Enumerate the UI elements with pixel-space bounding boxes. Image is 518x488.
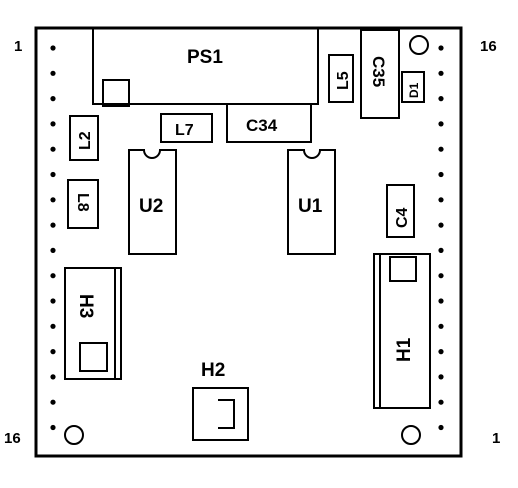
right-pin-dot-13 bbox=[438, 349, 444, 355]
right-pin-dot-11 bbox=[438, 298, 444, 304]
right-pin-dot-15 bbox=[438, 399, 444, 405]
ps1-pin1-pad bbox=[102, 79, 130, 107]
left-pin-dot-4 bbox=[50, 121, 56, 127]
h2-header: H2 bbox=[192, 360, 249, 441]
left-pin-dot-9 bbox=[50, 247, 56, 253]
left-pin-dot-6 bbox=[50, 171, 56, 178]
left-pin-dot-13 bbox=[50, 349, 56, 355]
c35-label: C35 bbox=[369, 56, 388, 87]
pin-label-bottom-left: 16 bbox=[4, 430, 21, 447]
pin-label-top-right: 16 bbox=[480, 38, 497, 55]
right-pin-dot-2 bbox=[438, 70, 444, 76]
c34-label: C34 bbox=[246, 116, 278, 135]
l5-outline bbox=[328, 54, 354, 103]
right-pin-dot-4 bbox=[438, 121, 444, 127]
u1-ic-package: U1 bbox=[287, 149, 336, 255]
right-pin-dot-16 bbox=[438, 424, 444, 431]
h3-pin1-pad bbox=[79, 342, 108, 372]
left-pin-dot-14 bbox=[50, 374, 56, 380]
h1-header: H1 bbox=[373, 253, 431, 409]
left-pin-dot-2 bbox=[50, 70, 56, 76]
left-pin-dot-1 bbox=[50, 45, 56, 51]
mounting-hole-top-right bbox=[409, 35, 429, 55]
l2-label: L2 bbox=[77, 131, 94, 150]
right-pin-dot-7 bbox=[438, 197, 444, 203]
left-pin-dot-12 bbox=[50, 323, 56, 329]
right-pin-dot-12 bbox=[438, 323, 444, 329]
c35-outline bbox=[360, 29, 400, 119]
left-pin-dot-8 bbox=[50, 222, 56, 228]
l7-label: L7 bbox=[175, 122, 194, 139]
h3-label: H3 bbox=[75, 294, 96, 318]
mounting-hole-bottom-right bbox=[401, 425, 421, 445]
u2-ic-package: U2 bbox=[128, 149, 177, 255]
d1-outline bbox=[401, 71, 425, 103]
ps1-label: PS1 bbox=[187, 47, 223, 68]
right-pin-dot-10 bbox=[438, 273, 444, 279]
right-pin-dot-6 bbox=[438, 171, 444, 178]
c34-outline bbox=[226, 103, 312, 143]
pin-label-bottom-right: 1 bbox=[492, 430, 500, 447]
u1-label: U1 bbox=[298, 196, 323, 217]
left-pin-row bbox=[50, 45, 56, 431]
right-pin-dot-3 bbox=[438, 96, 444, 102]
l5-label: L5 bbox=[335, 71, 352, 90]
right-pin-dot-9 bbox=[438, 247, 444, 253]
h2-label: H2 bbox=[201, 360, 225, 381]
left-pin-dot-16 bbox=[50, 424, 56, 431]
h3-header: H3 bbox=[64, 267, 122, 380]
l8-outline bbox=[67, 179, 99, 229]
right-pin-dot-5 bbox=[438, 146, 444, 152]
h1-label: H1 bbox=[394, 337, 415, 362]
mounting-hole-bottom-left bbox=[64, 425, 84, 445]
left-pin-dot-15 bbox=[50, 399, 56, 405]
c4-label: C4 bbox=[394, 207, 411, 228]
c4-outline bbox=[386, 184, 415, 238]
right-pin-row bbox=[438, 45, 444, 431]
d1-label: D1 bbox=[407, 82, 421, 98]
left-pin-dot-3 bbox=[50, 96, 56, 102]
right-pin-dot-14 bbox=[438, 374, 444, 380]
l7-outline bbox=[160, 113, 213, 143]
right-pin-dot-1 bbox=[438, 45, 444, 51]
right-pin-dot-8 bbox=[438, 222, 444, 228]
h1-pin1-pad bbox=[389, 256, 417, 282]
left-pin-dot-7 bbox=[50, 197, 56, 203]
pin-label-top-left: 1 bbox=[14, 38, 22, 55]
l2-outline bbox=[69, 115, 99, 161]
l8-label: L8 bbox=[74, 193, 91, 212]
left-pin-dot-10 bbox=[50, 273, 56, 279]
board-outline bbox=[34, 26, 463, 458]
left-pin-dot-11 bbox=[50, 298, 56, 304]
left-pin-dot-5 bbox=[50, 146, 56, 152]
u2-label: U2 bbox=[139, 196, 163, 217]
ps1-module: PS1 bbox=[92, 28, 319, 107]
